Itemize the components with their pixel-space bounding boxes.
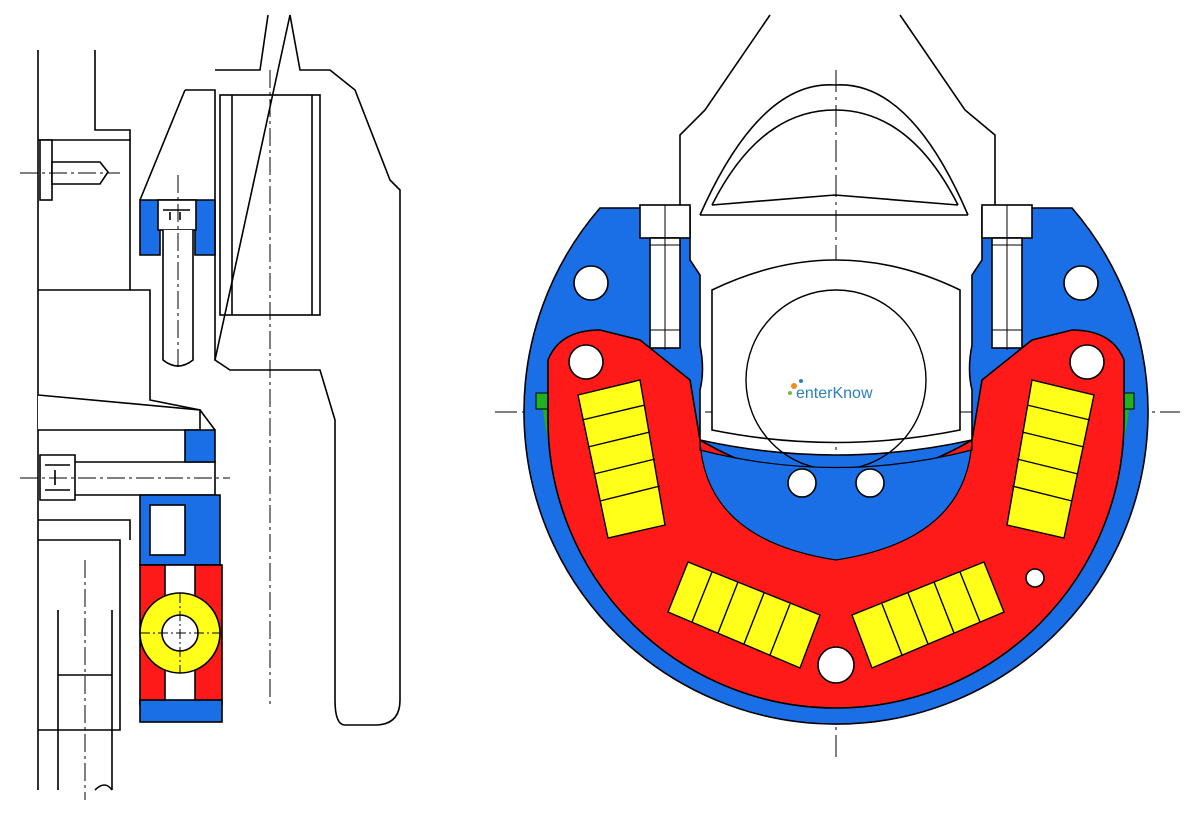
cap-screws <box>639 204 1033 350</box>
center-bore <box>711 259 961 444</box>
hole-top-right <box>1063 265 1099 301</box>
hole-center-right <box>855 468 885 498</box>
watermark-text: enterKnow <box>796 385 873 402</box>
hole-rotor-left <box>568 344 604 380</box>
hole-top-left <box>573 265 609 301</box>
magnet-pack-bottom-left <box>667 561 821 669</box>
watermark-logo: enterKnow <box>788 379 873 402</box>
hole-small-right <box>1025 568 1045 588</box>
hole-rotor-right <box>1069 344 1105 380</box>
wedge-plate <box>37 394 201 431</box>
rotor-inner-edge <box>699 439 973 561</box>
casting-outline <box>214 14 401 726</box>
bearing-blue-base <box>139 699 223 723</box>
frame-step <box>94 50 216 431</box>
logo-dots-icon <box>791 383 797 389</box>
front-view: enterKnow <box>495 14 1180 760</box>
hole-center-left <box>787 468 817 498</box>
lower-rail <box>38 519 131 790</box>
bolt-head-topleft <box>39 139 53 201</box>
hole-bottom <box>817 646 855 684</box>
side-section-view <box>20 14 401 800</box>
magnet-pack-bottom-right <box>851 561 1005 669</box>
magnet-pack-left <box>577 379 666 539</box>
magnet-pack-right <box>1006 379 1095 539</box>
mounting-holes <box>568 265 1105 684</box>
